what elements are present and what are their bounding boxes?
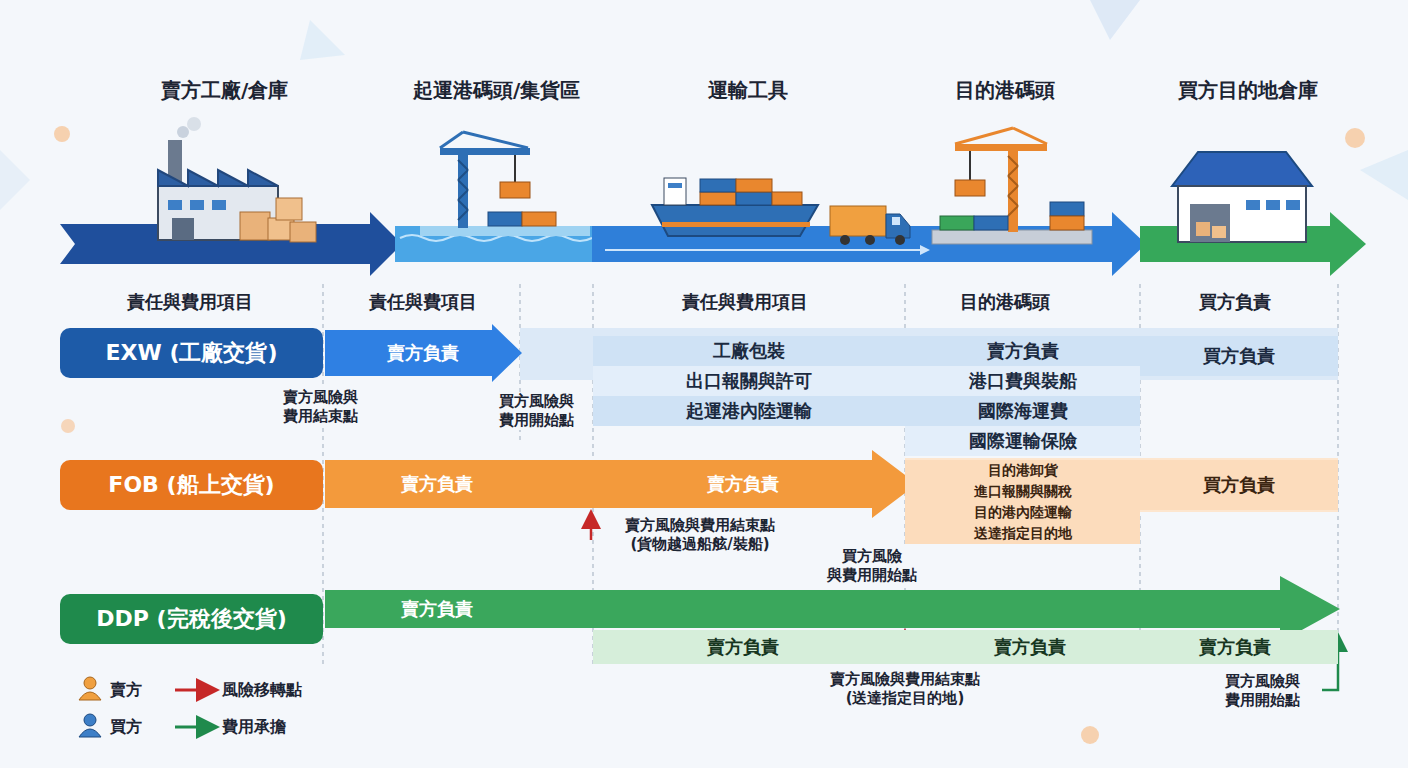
box-text: 目的港內陸運輸 bbox=[905, 502, 1140, 523]
box-text: 起運港內陸運輸 bbox=[593, 396, 905, 426]
box-text: 港口費與裝船 bbox=[905, 366, 1140, 396]
box-text: 買方負責 bbox=[1203, 474, 1275, 496]
column-header: 責任與費用項目 bbox=[680, 291, 810, 314]
term-pill: DDP (完稅後交貨) bbox=[60, 594, 323, 644]
risk-note: 賣方風險與費用結束點 (貨物越過船舷/裝船) bbox=[614, 516, 786, 554]
box-text: 出口報關與許可 bbox=[593, 366, 905, 396]
box-text: 買方負責 bbox=[1203, 345, 1275, 367]
stage-heading: 賣方工廠/倉庫 bbox=[159, 78, 290, 103]
box-text: 賣方負責 bbox=[401, 598, 473, 620]
cost-item-band: 目的港卸貨進口報關與關稅目的港內陸運輸送達指定目的地 bbox=[905, 460, 1140, 544]
risk-note: 買方風險與 費用開始點 bbox=[1218, 672, 1306, 710]
responsibility-cell: 買方負責 bbox=[1140, 460, 1338, 510]
box-text: 賣方負責 bbox=[707, 636, 779, 658]
box-text: 國際運輸保險 bbox=[905, 426, 1140, 456]
box-text: 賣方負責 bbox=[994, 636, 1066, 658]
box-text: 賣方負責 bbox=[401, 473, 473, 495]
stage-heading: 運輸工具 bbox=[706, 78, 790, 103]
responsibility-band: 賣方負責 賣方負責 賣方負責 bbox=[593, 630, 1338, 664]
term-pill: EXW (工廠交貨) bbox=[60, 328, 323, 378]
box-text: 國際海運費 bbox=[905, 396, 1140, 426]
box-text: EXW (工廠交貨) bbox=[105, 340, 277, 366]
column-header: 責任與費用項目 bbox=[125, 291, 255, 314]
cost-item-band: 賣方負責港口費與裝船國際海運費國際運輸保險 bbox=[905, 336, 1140, 456]
legend-text: 費用承擔 bbox=[220, 717, 288, 737]
risk-note: 賣方風險與費用結束點 (送達指定目的地) bbox=[820, 670, 990, 708]
stage-heading: 起運港碼頭/集貨區 bbox=[411, 78, 582, 103]
box-text: 賣方負責 bbox=[387, 342, 459, 364]
box-text: 進口報關與關稅 bbox=[905, 481, 1140, 502]
cost-item-band: 工廠包裝出口報關與許可起運港內陸運輸 bbox=[593, 336, 905, 426]
box-text: DDP (完稅後交貨) bbox=[96, 606, 286, 632]
legend-text: 買方 bbox=[108, 717, 144, 737]
responsibility-cell: 買方負責 bbox=[1140, 336, 1338, 376]
column-header: 買方負責 bbox=[1197, 291, 1273, 314]
responsibility-arrow: 賣方負責 bbox=[325, 324, 522, 382]
risk-note: 賣方風險與 費用結束點 bbox=[276, 388, 364, 426]
box-text: 目的港卸貨 bbox=[905, 460, 1140, 481]
box-text: 賣方負責 bbox=[905, 336, 1140, 366]
box-text: 賣方負責 bbox=[1199, 636, 1271, 658]
box-text: 賣方負責 bbox=[707, 473, 779, 495]
stage-heading: 目的港碼頭 bbox=[953, 78, 1057, 103]
box-text: FOB (船上交貨) bbox=[108, 472, 274, 498]
legend-text: 風險移轉點 bbox=[220, 680, 304, 700]
risk-note: 買方風險與 費用開始點 bbox=[492, 392, 580, 430]
responsibility-arrow: 賣方負責 賣方負責 bbox=[325, 450, 917, 518]
box-text: 送達指定目的地 bbox=[905, 523, 1140, 544]
term-pill: FOB (船上交貨) bbox=[60, 460, 323, 510]
stage-heading: 買方目的地倉庫 bbox=[1176, 78, 1320, 103]
column-header: 責任與費項目 bbox=[367, 291, 479, 314]
column-header: 目的港碼頭 bbox=[958, 291, 1052, 314]
legend-text: 賣方 bbox=[108, 680, 144, 700]
box-text: 工廠包裝 bbox=[593, 336, 905, 366]
risk-note: 買方風險 與費用開始點 bbox=[820, 547, 924, 585]
